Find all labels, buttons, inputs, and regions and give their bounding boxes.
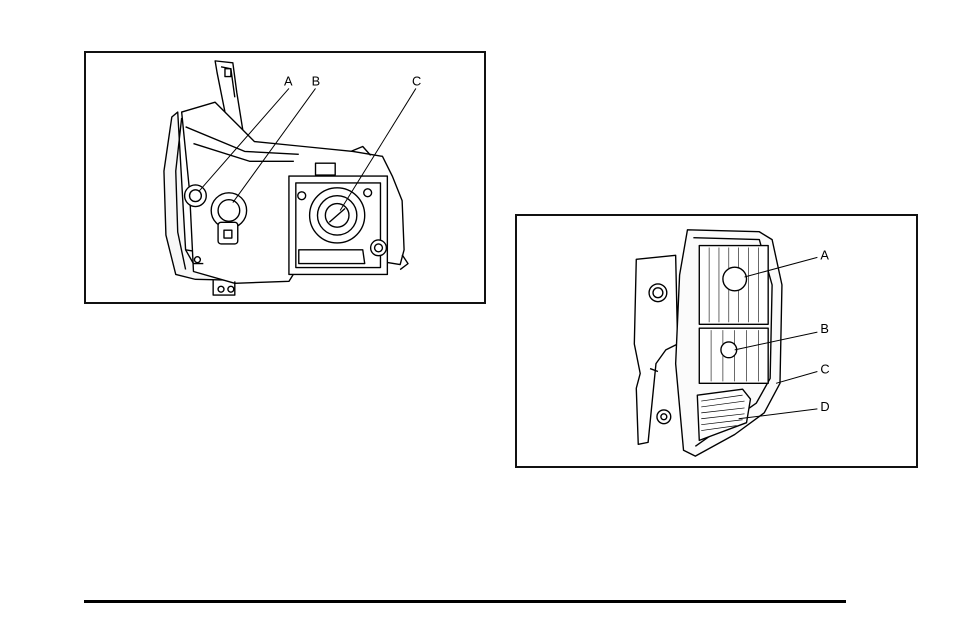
callout-d-label: D (820, 399, 829, 414)
callout-c-label: C (412, 73, 421, 88)
callout-b-label: B (312, 73, 321, 88)
taillamp-assembly-figure: A B C D (515, 214, 918, 468)
headlamp-assembly-illustration: A B C (86, 53, 484, 302)
page-footer-rule (84, 600, 846, 603)
callout-b-label: B (820, 321, 829, 336)
callout-c-label: C (820, 361, 829, 376)
headlamp-assembly-figure: A B C (84, 51, 486, 304)
callout-a-label: A (284, 73, 293, 88)
taillamp-assembly-illustration: A B C D (517, 216, 916, 466)
callout-a-label: A (820, 247, 829, 262)
